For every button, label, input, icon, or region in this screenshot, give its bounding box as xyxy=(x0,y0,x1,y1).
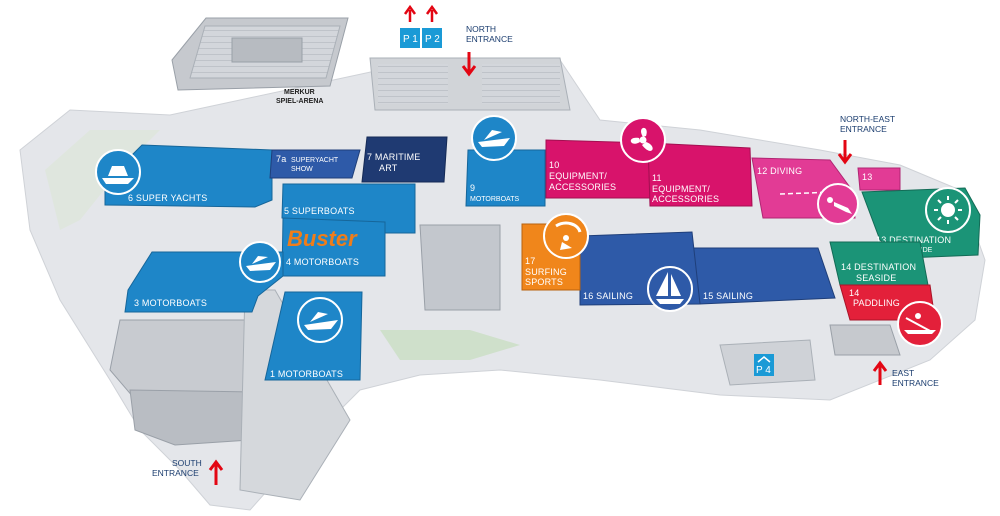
arena-label-line1: MERKUR xyxy=(284,89,315,96)
hall-7a-label-line1: SUPERYACHT xyxy=(291,157,339,164)
garden-area xyxy=(380,330,520,360)
east-entrance-line1: EAST xyxy=(892,368,914,378)
parking-p2[interactable]: P 2 xyxy=(422,28,442,48)
south-entrance-line1: SOUTH xyxy=(172,458,202,468)
hall-10-label-line1: 10 xyxy=(549,160,559,170)
hall-16-label: 16 SAILING xyxy=(583,291,633,301)
hall-13-label-line1: 13 DESTINATION xyxy=(876,235,951,245)
hall-17-label-line2: SURFING xyxy=(525,267,567,277)
hall-17-label-line3: SPORTS xyxy=(525,277,563,287)
hall-7-label-line1: 7 MARITIME xyxy=(367,152,421,162)
arrow-up-icon xyxy=(403,4,417,22)
parking-p2-label: P 2 xyxy=(425,34,440,45)
parking-p1-label: P 1 xyxy=(403,34,418,45)
arrow-up-icon xyxy=(425,4,439,22)
arrow-up-icon xyxy=(872,360,888,385)
hall-9-label-line1: 9 xyxy=(470,183,475,193)
arrow-up-icon xyxy=(208,459,224,485)
hall-15-label: 15 SAILING xyxy=(703,291,753,301)
hall-9[interactable] xyxy=(465,149,546,207)
north-halls xyxy=(369,57,571,111)
motorboat-icon xyxy=(239,241,281,283)
hall-10-label-line3: ACCESSORIES xyxy=(549,182,616,192)
hall-14a-label-line1: 14 DESTINATION xyxy=(841,262,916,272)
hall-7[interactable] xyxy=(361,136,448,183)
hall-14b-label-line1: 14 xyxy=(849,288,859,298)
kayak-icon xyxy=(897,301,943,347)
hall-3-label: 3 MOTORBOATS xyxy=(134,298,207,308)
hall-7a-label-line2: SHOW xyxy=(291,166,313,173)
hall-13-small[interactable] xyxy=(857,167,901,191)
hall-10-label-line2: EQUIPMENT/ xyxy=(549,171,607,181)
hall-14b-label-line2: PADDLING xyxy=(853,298,900,308)
hall-7a-number: 7a xyxy=(276,154,286,164)
parking-p4-label: P 4 xyxy=(756,365,771,376)
north-entrance-line1: NORTH xyxy=(466,24,496,34)
hall-1-label: 1 MOTORBOATS xyxy=(270,369,343,379)
arena-label-line2: SPIEL-ARENA xyxy=(276,98,323,105)
hall-5-label: 5 SUPERBOATS xyxy=(284,206,355,216)
north-east-entrance-line2: ENTRANCE xyxy=(840,124,887,134)
hall-12-divider xyxy=(779,191,836,195)
kitesurfer-icon xyxy=(543,213,589,259)
hall-11-label-line1: 11 xyxy=(652,173,662,183)
south-buildings xyxy=(109,224,901,501)
buster-logo: Buster xyxy=(287,226,358,251)
south-entrance-line2: ENTRANCE xyxy=(152,468,199,478)
hall-4-label: 4 MOTORBOATS xyxy=(286,257,359,267)
hall-9-label-line2: MOTORBOATS xyxy=(470,196,519,203)
propeller-icon xyxy=(620,117,666,163)
hall-12-label: 12 DIVING xyxy=(757,166,802,176)
arrow-down-icon xyxy=(461,52,477,77)
motorboat-icon xyxy=(297,297,343,343)
motorboat-icon xyxy=(471,115,517,161)
diver-icon xyxy=(817,183,859,225)
sun-icon xyxy=(925,187,971,233)
parking-p4[interactable]: P 4 xyxy=(754,354,774,376)
hall-11-label-line3: ACCESSORIES xyxy=(652,194,719,204)
parking-p1[interactable]: P 1 xyxy=(400,28,420,48)
hall-6-label: 6 SUPER YACHTS xyxy=(128,193,208,203)
hall-7-label-line2: ART xyxy=(379,163,398,173)
arena-building xyxy=(171,17,349,91)
north-east-entrance-line1: NORTH-EAST xyxy=(840,114,895,124)
superyacht-icon xyxy=(95,149,141,195)
arrow-down-icon xyxy=(837,140,853,165)
hall-14a-label-line2: SEASIDE xyxy=(856,273,896,283)
east-entrance-line2: ENTRANCE xyxy=(892,378,939,388)
hall-11[interactable] xyxy=(647,142,753,207)
hall-17-label-line1: 17 xyxy=(525,256,535,266)
north-entrance-line2: ENTRANCE xyxy=(466,34,513,44)
hall-7a[interactable] xyxy=(269,149,361,179)
hall-13-small-label: 13 xyxy=(862,172,872,182)
hall-11-label-line2: EQUIPMENT/ xyxy=(652,184,710,194)
sailboat-icon xyxy=(647,266,693,312)
